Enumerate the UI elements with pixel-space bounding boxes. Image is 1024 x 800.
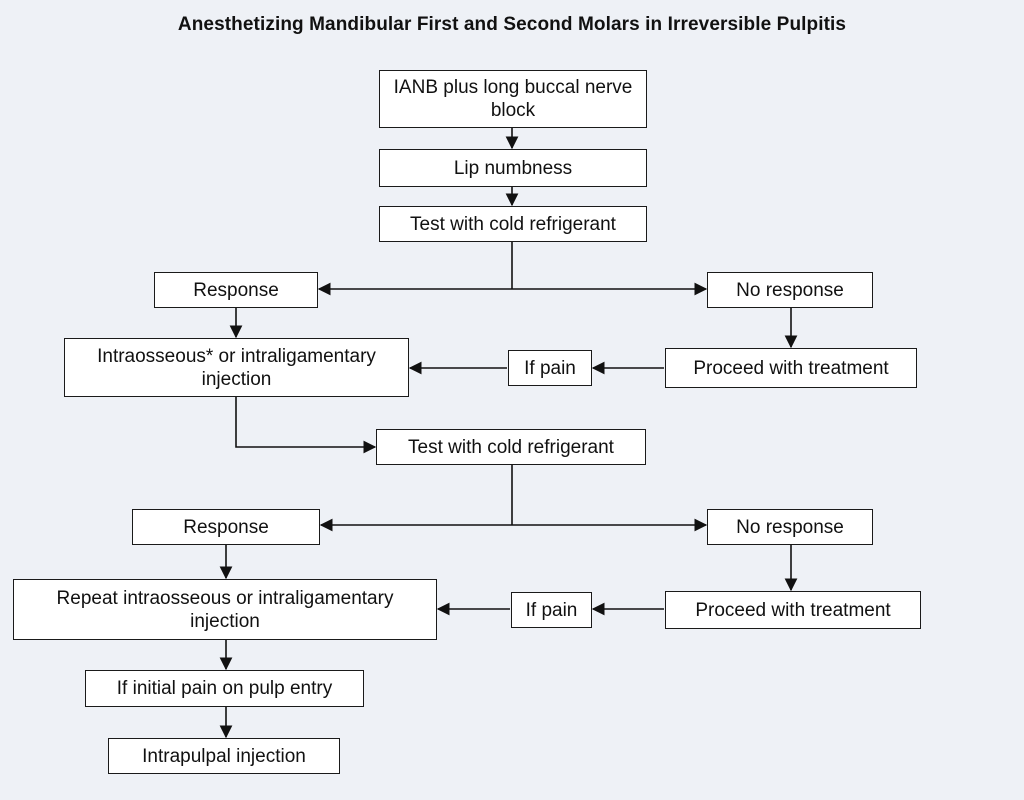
test-cold-refrigerant-2-node: Test with cold refrigerant <box>376 429 646 465</box>
no-response-2-node: No response <box>707 509 873 545</box>
response-2-node: Response <box>132 509 320 545</box>
if-pain-1-node: If pain <box>508 350 592 386</box>
intraosseous-injection-node: Intraosseous* or intraligamentary inject… <box>64 338 409 397</box>
repeat-injection-node: Repeat intraosseous or intraligamentary … <box>13 579 437 640</box>
test-cold-refrigerant-1-node: Test with cold refrigerant <box>379 206 647 242</box>
response-1-node: Response <box>154 272 318 308</box>
arrow-intra1-to-test2 <box>235 397 377 454</box>
if-pain-2-node: If pain <box>511 592 592 628</box>
proceed-treatment-1-node: Proceed with treatment <box>665 348 917 388</box>
no-response-1-node: No response <box>707 272 873 308</box>
intrapulpal-injection-node: Intrapulpal injection <box>108 738 340 774</box>
ianb-node: IANB plus long buccal nerve block <box>379 70 647 128</box>
lip-numbness-node: Lip numbness <box>379 149 647 187</box>
diagram-title: Anesthetizing Mandibular First and Secon… <box>177 14 847 35</box>
initial-pain-pulp-entry-node: If initial pain on pulp entry <box>85 670 364 707</box>
proceed-treatment-2-node: Proceed with treatment <box>665 591 921 629</box>
